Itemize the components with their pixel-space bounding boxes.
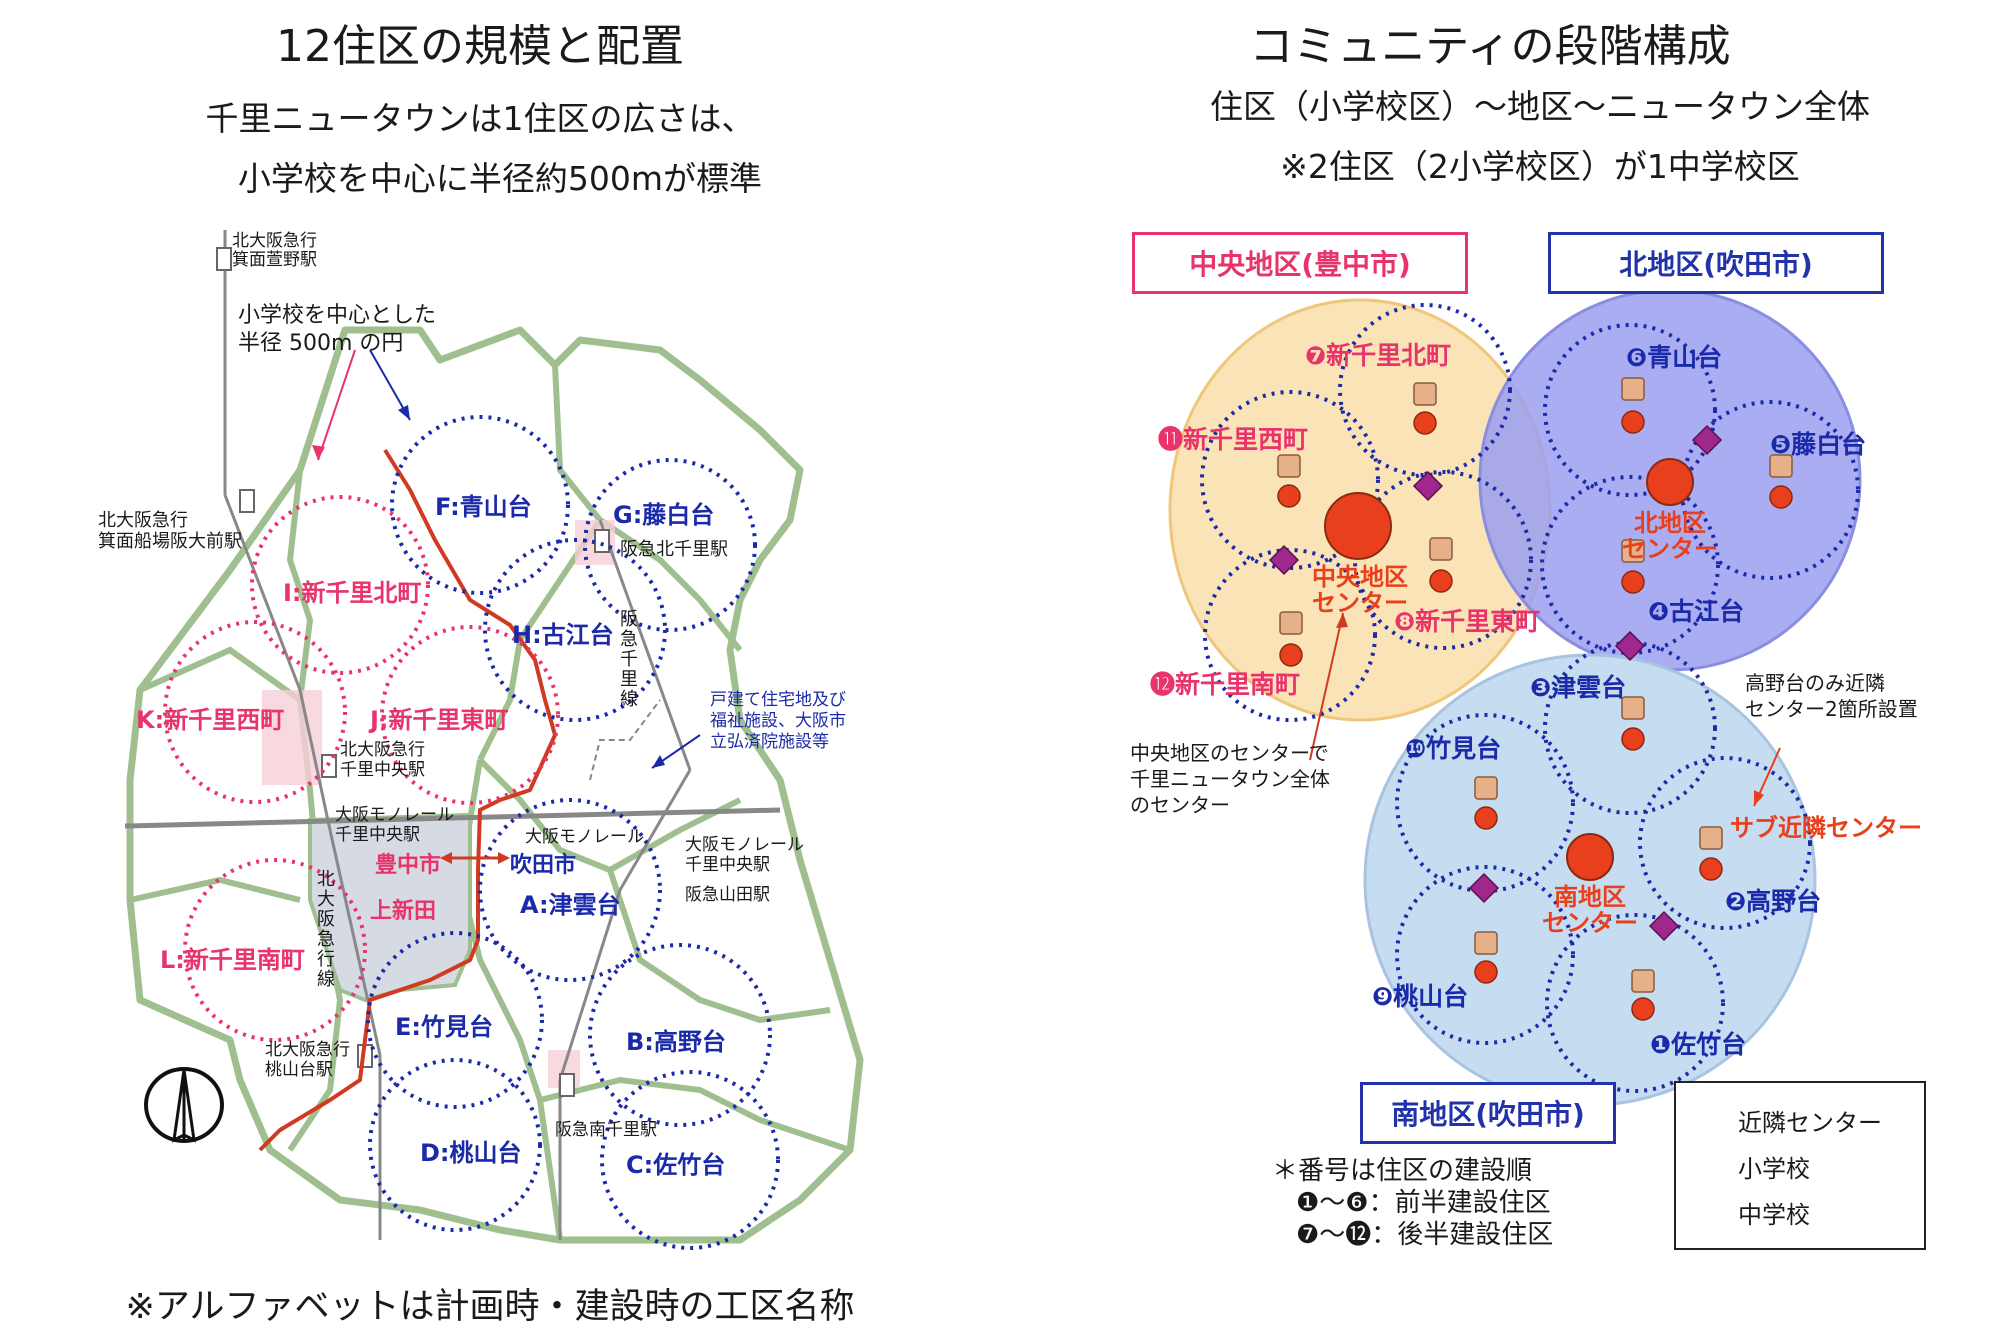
- callout-takanodai: 高野台のみ近隣センター2箇所設置: [1745, 671, 1918, 721]
- pink-zone-west: [262, 690, 322, 785]
- station-monorail-left: 大阪モノレール千里中央駅: [335, 805, 454, 845]
- neighborhood-label: ❻青山台: [1626, 343, 1723, 372]
- callout-circle-label: 小学校を中心とした半径 500m の円: [238, 303, 437, 356]
- neighborhood-label: ❼新千里北町: [1305, 341, 1452, 370]
- legend-item-neighborhood-center: 近隣センター: [1738, 1109, 1882, 1137]
- district-label: H:古江台: [512, 621, 614, 649]
- station-kita-senri: 阪急北千里駅: [620, 539, 728, 560]
- callout-housing: 戸建て住宅地及び福祉施設、大阪市立弘済院施設等: [710, 690, 846, 752]
- label-toyonaka: 豊中市: [375, 853, 442, 878]
- middle-school-markers: [1268, 424, 1723, 942]
- station-monorail-mid: 大阪モノレール: [525, 827, 644, 847]
- district-label: I:新千里北町: [283, 579, 422, 607]
- numbering-note: ＊番号は住区の建設順 ❶〜❻：前半建設住区 ❼〜⓬：後半建設住区: [1272, 1156, 1554, 1250]
- neighborhood-label: ❹古江台: [1648, 597, 1745, 626]
- district-label: A:津雲台: [520, 891, 621, 919]
- district-label: G:藤白台: [613, 501, 715, 529]
- district-box-north: 北地区(吹田市): [1548, 232, 1884, 294]
- station-monorail-right: 大阪モノレール千里中央駅: [685, 835, 804, 875]
- south-center-marker: [1566, 833, 1614, 881]
- right-subtitle-1: 住区（小学校区）〜地区〜ニュータウン全体: [1210, 87, 1870, 126]
- district-label: D:桃山台: [420, 1139, 522, 1167]
- station-funaba: 北大阪急行箕面船場阪大前駅: [98, 510, 242, 552]
- station-minami-senri: 阪急南千里駅: [555, 1120, 657, 1140]
- label-kamishinden: 上新田: [370, 899, 437, 924]
- district-label: E:竹見台: [395, 1013, 493, 1041]
- district-label: F:青山台: [435, 493, 532, 521]
- city-area: [126, 326, 864, 1244]
- left-footnote: ※アルファベットは計画時・建設時の工区名称: [125, 1287, 855, 1327]
- neighborhood-center-markers: [1277, 410, 1793, 1021]
- right-title: コミュニティの段階構成: [1249, 21, 1731, 72]
- legend: 近隣センター 小学校 中学校: [1674, 1081, 1926, 1250]
- left-title: 12住区の規模と配置: [276, 21, 684, 72]
- line-kitakyu: 北大阪急行線: [317, 869, 335, 990]
- neighborhood-label: ❾桃山台: [1372, 982, 1469, 1011]
- legend-item-elementary-school: 小学校: [1738, 1155, 1810, 1183]
- sub-center-label: サブ近隣センター: [1730, 814, 1922, 842]
- station-momoyamadai: 北大阪急行桃山台駅: [265, 1040, 350, 1080]
- district-label: L:新千里南町: [160, 946, 305, 974]
- district-label: K:新千里西町: [136, 706, 285, 734]
- neighborhood-label: ⓫新千里西町: [1158, 425, 1309, 454]
- callout-central-center: 中央地区のセンターで千里ニュータウン全体のセンター: [1130, 741, 1330, 817]
- neighborhood-label: ❿竹見台: [1405, 734, 1502, 763]
- station-senri-chuo-kitakyu: 北大阪急行千里中央駅: [340, 740, 425, 780]
- station-yamada: 阪急山田駅: [685, 885, 770, 905]
- neighborhood-label: ❷高野台: [1725, 887, 1822, 916]
- district-box-central: 中央地区(豊中市): [1132, 232, 1468, 294]
- school-markers: [1277, 377, 1793, 993]
- left-subtitle-1: 千里ニュータウンは1住区の広さは、: [205, 99, 755, 138]
- north-center-label: 北地区センター: [1622, 509, 1718, 563]
- city-boundary: [258, 448, 558, 1152]
- neighborhood-label: ⓬新千里南町: [1150, 670, 1301, 699]
- district-box-south: 南地区(吹田市): [1360, 1082, 1616, 1144]
- right-subtitle-2: ※2住区（2小学校区）が1中学校区: [1280, 147, 1800, 186]
- central-center-label: 中央地区センター: [1312, 563, 1408, 617]
- label-suita: 吹田市: [510, 853, 577, 878]
- south-center-label: 南地区センター: [1542, 883, 1638, 937]
- station-minoh-kayano: 北大阪急行箕面萱野駅: [232, 231, 317, 270]
- left-subtitle-2: 小学校を中心に半径約500mが標準: [237, 159, 763, 198]
- central-center-marker: [1324, 492, 1392, 560]
- neighborhood-label: ❺藤白台: [1770, 430, 1867, 459]
- district-label: B:高野台: [626, 1028, 726, 1056]
- neighborhood-label: ❽新千里東町: [1394, 607, 1541, 636]
- legend-item-middle-school: 中学校: [1738, 1201, 1810, 1229]
- north-center-marker: [1646, 458, 1694, 506]
- neighborhood-label: ❶佐竹台: [1650, 1030, 1747, 1059]
- neighborhood-label: ❸津雲台: [1530, 673, 1627, 702]
- line-hankyu-senri: 阪急千里線: [620, 609, 638, 710]
- district-label: J:新千里東町: [370, 706, 509, 734]
- district-label: C:佐竹台: [626, 1151, 726, 1179]
